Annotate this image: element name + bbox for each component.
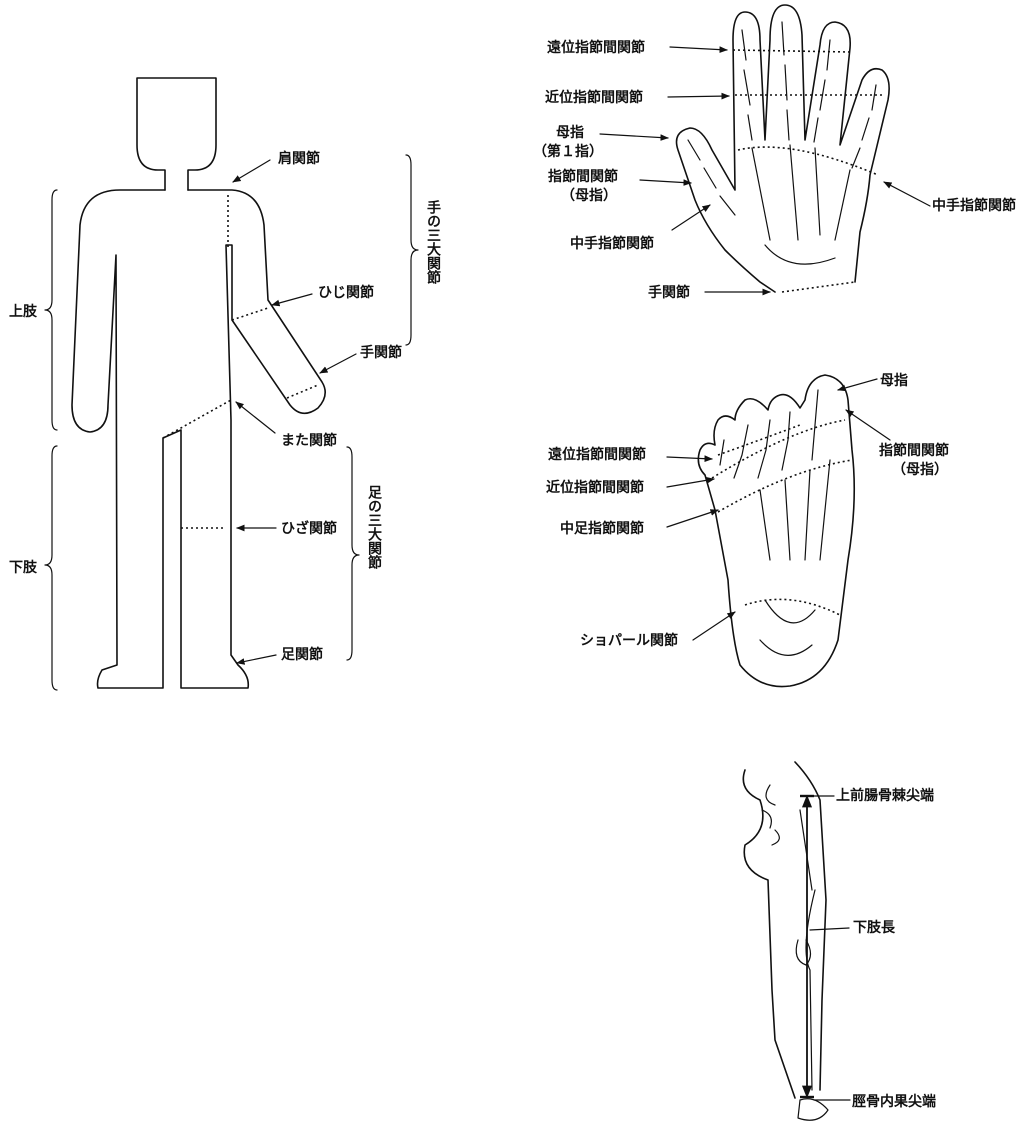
leg-figure: 上前腸骨棘尖端 下肢長 脛骨内果尖端 <box>743 762 936 1120</box>
foot-three-joints-brace <box>347 447 359 660</box>
foot-chopart-label: ショパール関節 <box>580 632 678 649</box>
malleolus-label: 脛骨内果尖端 <box>852 1093 936 1110</box>
hand-three-joints-brace <box>406 155 418 345</box>
foot-mtp-label: 中足指節関節 <box>560 520 644 537</box>
body-figure: 肩関節 ひじ関節 手関節 また関節 ひざ関節 足関節 上肢 下肢 手の三大関節 … <box>9 78 441 690</box>
hand-thumb-cmc-label: 中手指節関節 <box>570 235 654 252</box>
foot-dip-label: 遠位指節間関節 <box>548 446 646 463</box>
shoulder-label: 肩関節 <box>278 150 320 167</box>
ankle-label: 足関節 <box>281 646 323 663</box>
foot-ip-label-2: （母指） <box>892 461 948 478</box>
lower-limb-brace <box>45 446 57 690</box>
asis-label: 上前腸骨棘尖端 <box>836 787 934 804</box>
hand-thumb-label-1: 母指 <box>556 124 584 141</box>
foot-figure: 母指 指節間関節 （母指） 遠位指節間関節 近位指節間関節 中足指節関節 ショパ… <box>546 372 949 687</box>
foot-ip-label-1: 指節間関節 <box>879 442 949 459</box>
lower-limb-label: 下肢 <box>9 560 38 576</box>
hand-thumb-ip-label-2: （母指） <box>561 187 617 204</box>
hip-label: また関節 <box>281 432 337 449</box>
hand-wrist-label: 手関節 <box>648 284 690 301</box>
leg-length-label: 下肢長 <box>853 920 896 936</box>
elbow-label: ひじ関節 <box>318 284 374 301</box>
wrist-label: 手関節 <box>360 344 402 361</box>
hand-three-joints-label: 手の三大関節 <box>425 199 441 285</box>
upper-limb-label: 上肢 <box>9 304 38 320</box>
foot-outline <box>698 375 854 687</box>
hand-pip-label: 近位指節間関節 <box>545 89 643 106</box>
hand-thumb-ip-label-1: 指節間関節 <box>548 168 618 185</box>
foot-pip-label: 近位指節間関節 <box>546 479 644 496</box>
hand-dip-label: 遠位指節間関節 <box>547 39 645 56</box>
upper-limb-brace <box>45 190 57 430</box>
knee-label: ひざ関節 <box>281 520 337 537</box>
hand-figure: 遠位指節間関節 近位指節間関節 母指 （第１指） 指節間関節 （母指） 中手指節… <box>533 5 1016 301</box>
hand-thumb-label-2: （第１指） <box>533 143 603 160</box>
foot-big-toe-label: 母指 <box>880 372 908 389</box>
hand-mcp-label: 中手指節関節 <box>932 197 1016 214</box>
head-outline <box>137 78 216 190</box>
foot-three-joints-label: 足の三大関節 <box>366 485 382 570</box>
